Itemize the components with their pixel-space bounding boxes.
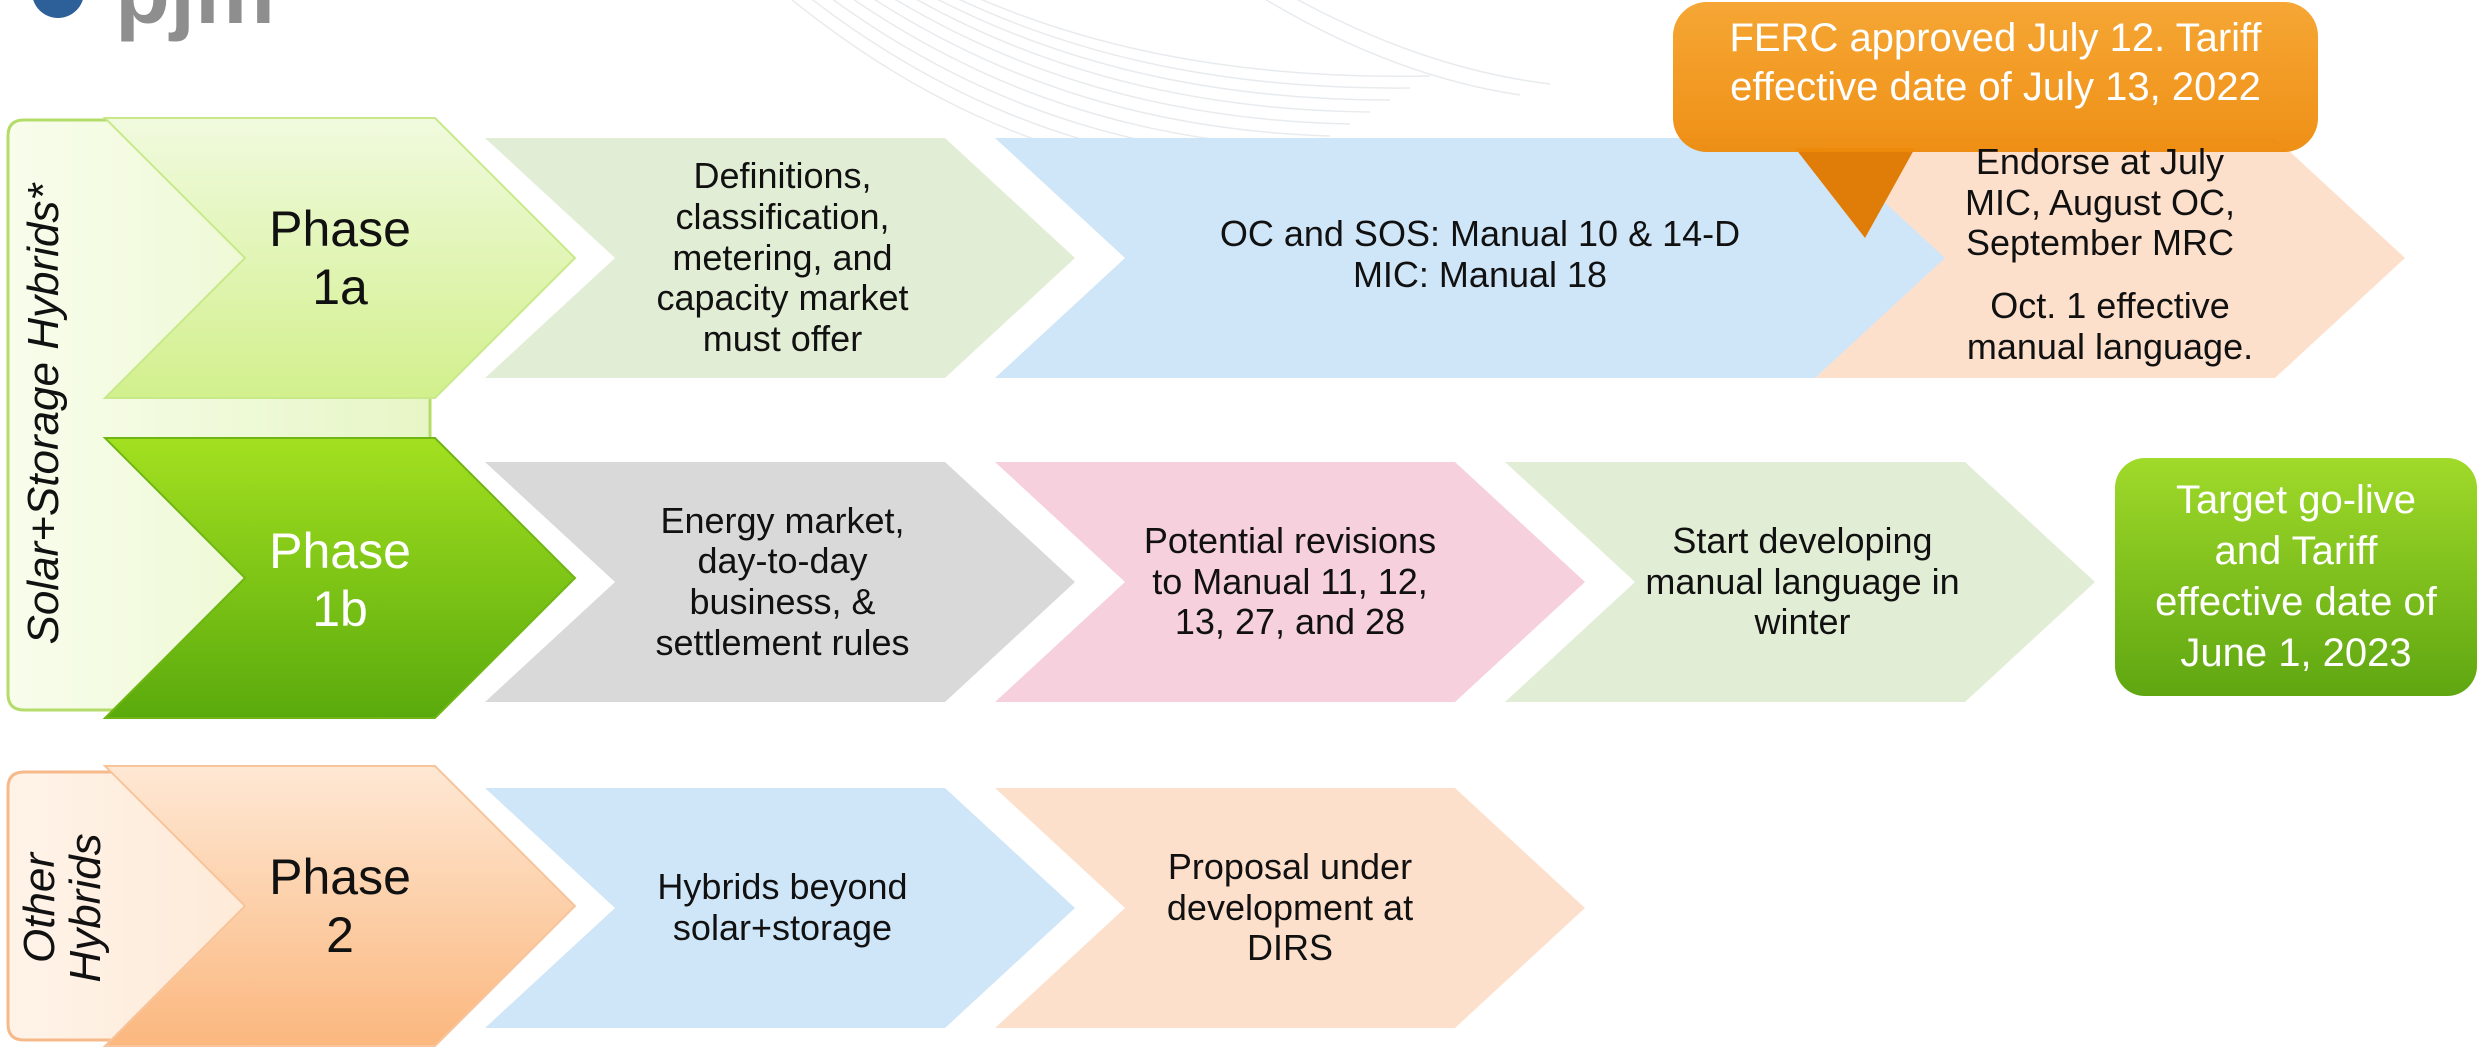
row1-step1-text: Definitions, classification, metering, a… [656, 155, 909, 359]
other-hybrids-group-label: Other Hybrids [15, 833, 111, 983]
row3-step2-chevron [995, 788, 1585, 1028]
ferc-callout-shape [1673, 2, 2318, 238]
pjm-logo-text: pjm [115, 0, 335, 43]
pjm-logo-icon [33, 0, 83, 18]
row3-step1-chevron [485, 788, 1075, 1028]
background-swoosh [791, 0, 1551, 186]
row2-step3-text: Start developing manual language in wint… [1645, 519, 1960, 643]
row2-step1-text: Energy market, day-to-day business, & se… [655, 499, 910, 663]
row1-step3-chevron [1815, 138, 2405, 378]
phase-1a-chevron [102, 117, 577, 399]
phase-2-label: Phase 2 [269, 849, 411, 963]
phase-2-chevron [102, 765, 577, 1047]
golive-callout-shape [2115, 458, 2477, 696]
golive-callout-text: Target go-live and Tariff effective date… [2155, 478, 2437, 675]
ferc-callout-text: FERC approved July 12. Tariff effective … [1729, 16, 2262, 109]
row1-step3-text-b: Oct. 1 effective manual language. [1966, 285, 2254, 367]
phase-1b-label: Phase 1b [269, 523, 411, 637]
row1-step2-text: OC and SOS: Manual 10 & 14-D MIC: Manual… [1219, 213, 1741, 295]
row2-step2-chevron [995, 462, 1585, 702]
phase-1a-label: Phase 1a [269, 201, 411, 315]
row2-step2-text: Potential revisions to Manual 11, 12, 13… [1143, 519, 1437, 643]
row1-step3-text-a: Endorse at July MIC, August OC, Septembe… [1964, 140, 2236, 264]
row2-step3-chevron [1505, 462, 2095, 702]
row1-step2-chevron [995, 138, 1965, 378]
phase-1b-chevron [102, 437, 577, 719]
row3-step1-text: Hybrids beyond solar+storage [657, 866, 908, 948]
row2-step1-chevron [485, 462, 1075, 702]
row1-step1-chevron [485, 138, 1075, 378]
row3-step2-text: Proposal under development at DIRS [1166, 845, 1414, 969]
solar-storage-group-label: Solar+Storage Hybrids* [19, 183, 68, 645]
